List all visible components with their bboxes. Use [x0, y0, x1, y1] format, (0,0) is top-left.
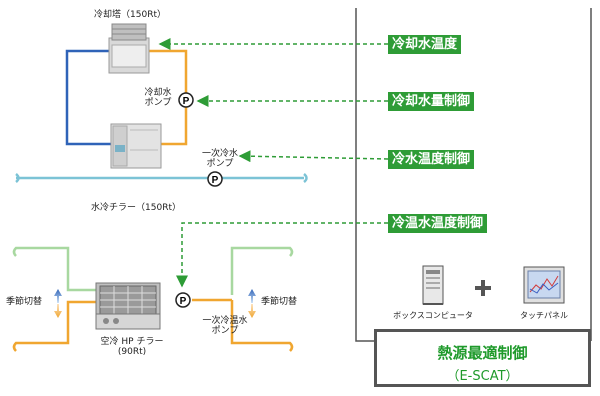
- control-line-hot-cold-temp: [176, 222, 388, 288]
- box-computer-label: ボックスコンピュータ: [393, 311, 473, 320]
- cooling-tower-icon: [108, 23, 150, 74]
- cooling-water-pump-icon: P: [178, 92, 194, 108]
- air-cooled-hp-chiller-icon: [95, 282, 161, 330]
- season-pipe-left-bottom: [12, 300, 96, 352]
- primary-chilled-pump-icon: P: [207, 171, 223, 187]
- tag-hot-cold-water-temp: 冷温水温度制御: [388, 214, 488, 233]
- season-pipe-right-bottom: [230, 300, 294, 352]
- chilled-water-header: [15, 173, 308, 183]
- control-system-subtitle: （E-SCAT）: [446, 369, 519, 384]
- hp-pump-label: 一次冷温水 ポンプ: [196, 316, 254, 336]
- season-switch-arrows-left: [54, 289, 62, 318]
- season-switch-label-left: 季節切替: [6, 297, 43, 307]
- tag-cooling-water-temp: 冷却水温度: [388, 35, 462, 54]
- plus-icon: [475, 280, 491, 296]
- svg-text:P: P: [212, 175, 219, 186]
- cooling-pump-label: 冷却水 ポンプ: [138, 88, 178, 108]
- control-system-frame: [355, 8, 592, 342]
- hp-pump-label-line1: 一次冷温水: [202, 316, 248, 326]
- hp-chiller-label-line2: (90Rt): [117, 347, 147, 357]
- heat-source-control-box: 熱源最適制御 （E-SCAT）: [374, 329, 591, 387]
- season-switch-arrows-right: [248, 289, 256, 318]
- touch-panel-icon: [523, 266, 565, 304]
- hot-cold-pump-icon: P: [175, 292, 191, 308]
- box-computer-icon: [422, 265, 444, 305]
- water-cooled-chiller-icon: [110, 123, 162, 169]
- tag-cooling-water-flow: 冷却水量制御: [388, 92, 475, 111]
- cooling-tower-label: 冷却塔（150Rt）: [94, 10, 166, 20]
- season-switch-label-right: 季節切替: [261, 297, 298, 307]
- primary-pump-label-line2: ポンプ: [206, 159, 234, 169]
- cooling-pump-label-line2: ポンプ: [144, 98, 172, 108]
- svg-text:P: P: [183, 96, 190, 107]
- primary-pump-label: 一次冷水 ポンプ: [196, 149, 244, 169]
- primary-pump-label-line1: 一次冷水: [201, 149, 238, 159]
- svg-text:P: P: [180, 296, 187, 307]
- cooling-pump-label-line1: 冷却水: [144, 88, 172, 98]
- chiller-label: 水冷チラー（150Rt）: [91, 203, 181, 213]
- control-line-chilled-temp: [238, 150, 389, 163]
- control-system-title: 熱源最適制御: [437, 344, 528, 362]
- hp-chiller-label: 空冷 HP チラー (90Rt): [92, 337, 172, 357]
- season-pipe-right-top: [230, 246, 294, 295]
- hp-pump-label-line2: ポンプ: [211, 326, 239, 336]
- season-pipe-left-top: [12, 246, 96, 292]
- cooling-water-return-pipe: [65, 49, 114, 146]
- hp-chiller-label-line1: 空冷 HP チラー: [100, 337, 164, 347]
- touch-panel-label: タッチパネル: [520, 311, 568, 320]
- tag-chilled-water-temp: 冷水温度制御: [388, 150, 475, 169]
